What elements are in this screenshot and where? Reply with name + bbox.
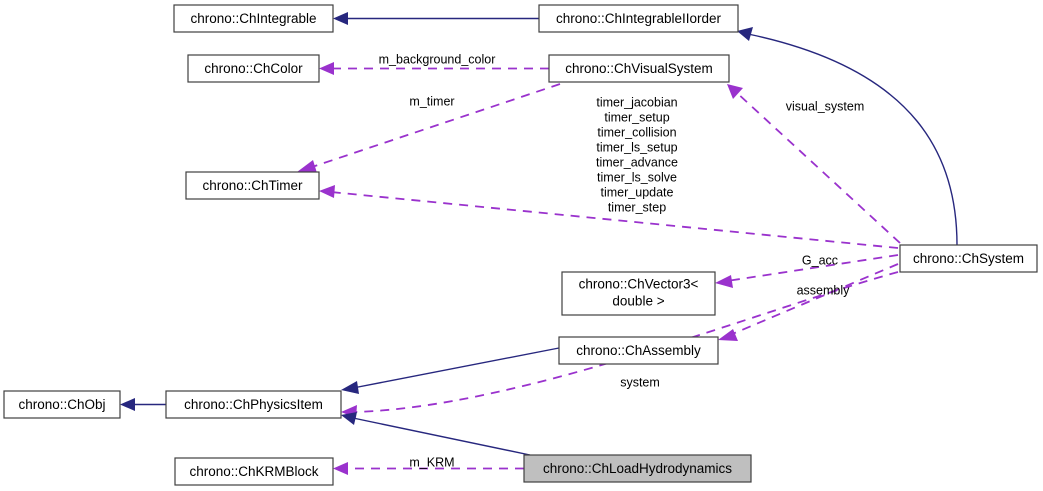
node-chkrmblock[interactable]: chrono::ChKRMBlock bbox=[174, 457, 334, 486]
edge-chsystem-to-chtimer bbox=[319, 185, 899, 249]
edge-chassembly-to-chphysicsitem bbox=[341, 347, 560, 394]
edge-label-timer-ls-solve: timer_ls_solve bbox=[597, 170, 677, 184]
node-box-chloadhydrodynamics[interactable] bbox=[523, 454, 752, 483]
edge-label-m-timer: m_timer bbox=[409, 94, 454, 108]
node-box-chintegrableiiorder[interactable] bbox=[538, 4, 739, 33]
edge-label-visual-system: visual_system bbox=[786, 99, 865, 113]
node-chintegrable[interactable]: chrono::ChIntegrable bbox=[173, 4, 334, 33]
node-label-chkrmblock: chrono::ChKRMBlock bbox=[189, 464, 318, 479]
node-box-chobj[interactable] bbox=[3, 390, 121, 419]
node-chcolor[interactable]: chrono::ChColor bbox=[187, 54, 320, 83]
node-chsystem[interactable]: chrono::ChSystem bbox=[899, 244, 1038, 273]
edge-chloadhydrodynamics-to-chphysicsitem bbox=[341, 412, 531, 456]
edge-label-timer-step: timer_step bbox=[608, 200, 666, 214]
node-chintegrableiiorder[interactable]: chrono::ChIntegrableIIorder bbox=[538, 4, 739, 33]
node-chtimer[interactable]: chrono::ChTimer bbox=[185, 171, 320, 200]
edge-label-g-acc: G_acc bbox=[802, 253, 838, 267]
edge-label-system: system bbox=[620, 375, 660, 389]
edge-chsystem-to-chintegrableiiorder bbox=[737, 27, 958, 246]
node-box-chassembly[interactable] bbox=[558, 336, 719, 365]
node-chloadhydrodynamics[interactable]: chrono::ChLoadHydrodynamics bbox=[523, 454, 752, 483]
node-box-chkrmblock[interactable] bbox=[174, 457, 334, 486]
edge-chsystem-to-chvisualsystem bbox=[727, 84, 901, 244]
node-chvector3[interactable]: chrono::ChVector3< double > bbox=[561, 271, 716, 316]
edge-label-timer-advance: timer_advance bbox=[596, 155, 678, 169]
edge-chvisualsystem-to-chcolor bbox=[319, 62, 549, 75]
node-label-chtimer: chrono::ChTimer bbox=[202, 178, 303, 193]
node-label-chintegrable: chrono::ChIntegrable bbox=[190, 11, 316, 26]
edge-label-m-krm: m_KRM bbox=[409, 455, 454, 469]
edge-label-m-background-color: m_background_color bbox=[379, 52, 496, 66]
edge-chphysicsitem-to-chobj bbox=[120, 398, 166, 411]
node-label-chintegrableiiorder: chrono::ChIntegrableIIorder bbox=[556, 11, 722, 26]
edge-chsystem-to-chassembly bbox=[718, 263, 899, 341]
node-label-chvector3-line1: chrono::ChVector3< bbox=[579, 277, 699, 292]
node-box-chintegrable[interactable] bbox=[173, 4, 334, 33]
node-label-chassembly: chrono::ChAssembly bbox=[576, 343, 701, 358]
edge-chvisualsystem-to-chtimer bbox=[297, 83, 561, 173]
node-box-chphysicsitem[interactable] bbox=[165, 390, 342, 419]
node-box-chvector3[interactable] bbox=[561, 271, 716, 316]
node-label-chloadhydrodynamics: chrono::ChLoadHydrodynamics bbox=[543, 461, 732, 476]
node-box-chvisualsystem[interactable] bbox=[548, 54, 730, 83]
edge-chintegrableiiorder-to-chintegrable bbox=[333, 12, 539, 25]
node-label-chvector3-line2: double > bbox=[612, 294, 664, 309]
edge-label-assembly: assembly bbox=[797, 283, 851, 297]
node-chvisualsystem[interactable]: chrono::ChVisualSystem bbox=[548, 54, 730, 83]
edge-label-timer-jacobian: timer_jacobian bbox=[596, 95, 677, 109]
edge-label-timer-update: timer_update bbox=[601, 185, 674, 199]
node-label-chphysicsitem: chrono::ChPhysicsItem bbox=[184, 397, 323, 412]
edge-labels-layer: m_background_color m_timer visual_system… bbox=[379, 52, 865, 469]
edge-label-timer-ls-setup: timer_ls_setup bbox=[596, 140, 677, 154]
node-label-chobj: chrono::ChObj bbox=[18, 397, 105, 412]
node-box-chtimer[interactable] bbox=[185, 171, 320, 200]
node-chphysicsitem[interactable]: chrono::ChPhysicsItem bbox=[165, 390, 342, 419]
edge-label-timer-collision: timer_collision bbox=[597, 125, 676, 139]
node-box-chcolor[interactable] bbox=[187, 54, 320, 83]
node-chobj[interactable]: chrono::ChObj bbox=[3, 390, 121, 419]
node-label-chvisualsystem: chrono::ChVisualSystem bbox=[565, 61, 713, 76]
edge-label-timer-setup: timer_setup bbox=[604, 110, 669, 124]
node-chassembly[interactable]: chrono::ChAssembly bbox=[558, 336, 719, 365]
node-label-chcolor: chrono::ChColor bbox=[204, 61, 303, 76]
edge-chloadhydrodynamics-to-chkrmblock bbox=[333, 462, 524, 475]
edge-chsystem-to-chvector3 bbox=[715, 254, 899, 288]
nodes-layer: chrono::ChIntegrable chrono::ChIntegrabl… bbox=[3, 4, 1038, 486]
node-box-chsystem[interactable] bbox=[899, 244, 1038, 273]
node-label-chsystem: chrono::ChSystem bbox=[913, 251, 1024, 266]
